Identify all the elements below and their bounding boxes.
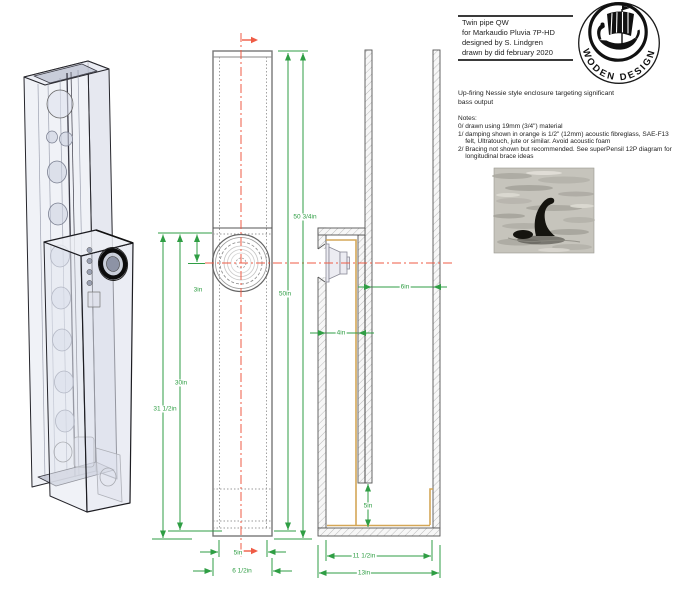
section-arrow-top [251,36,258,44]
iso-3d-view [23,60,134,513]
dim-left-outer: 31 1/2in [152,405,178,413]
description-line-2: bass output [458,98,494,106]
title-rule-top [458,14,573,17]
dim-left-inner: 30in [173,379,189,387]
dim-pipe-depth: 6in [399,283,411,291]
title-line-3: designed by S. Lindgren [462,38,543,47]
pipe-wall [364,49,373,484]
title-line-1: Twin pipe QW [462,18,509,27]
note-line-1b: felt, Ultratouch, jute or similar. Avoid… [458,138,611,145]
section-arrow-bottom [251,547,258,555]
chamber-top-panel [317,227,366,236]
nessie-photo [492,167,595,254]
chamber-wall [357,234,366,484]
port-opening [33,63,98,84]
dim-depth-inner: 11 1/2in [351,552,377,560]
dim-bottom-gap: 5in [362,502,374,510]
woden-design-logo: WODEN DESIGN [578,2,660,84]
damping-lining [326,239,433,527]
dim-chamber-depth: 4in [335,329,347,337]
nessie-silhouette [513,197,555,239]
dim-depth-outer: 13in [356,569,372,577]
note-line-2a: 2/ Bracing not shown but recommended. Se… [458,145,672,153]
viking-ship-icon [597,5,640,50]
dim-height-inner: 50in [277,290,293,298]
front-view [211,50,273,537]
side-section-view [317,49,441,537]
floor-panel [317,527,441,537]
dim-driver-offset: 3in [192,286,204,294]
title-rule-bottom [458,58,573,61]
front-section-3d [43,229,134,513]
dim-width-outer: 6 1/2in [231,567,253,575]
title-line-4: drawn by did february 2020 [462,48,553,57]
dimension-lines [152,50,447,578]
note-line-1a: 1/ damping shown in orange is 1/2" (12mm… [458,130,669,138]
note-line-0: 0/ drawn using 19mm (3/4") material [458,123,563,130]
dim-width-inner: 5in [232,549,244,557]
note-line-2b: longitudinal brace ideas [458,153,534,160]
driver-3d [97,247,129,281]
notes-heading: Notes: [458,115,477,122]
title-line-2: for Markaudio Pluvia 7P-HD [462,28,555,37]
dim-height-outer: 50 3/4in [292,213,318,221]
centerlines [205,33,455,557]
description-line-1: Up-firing Nessie style enclosure targeti… [458,90,615,97]
back-wall [432,49,441,529]
